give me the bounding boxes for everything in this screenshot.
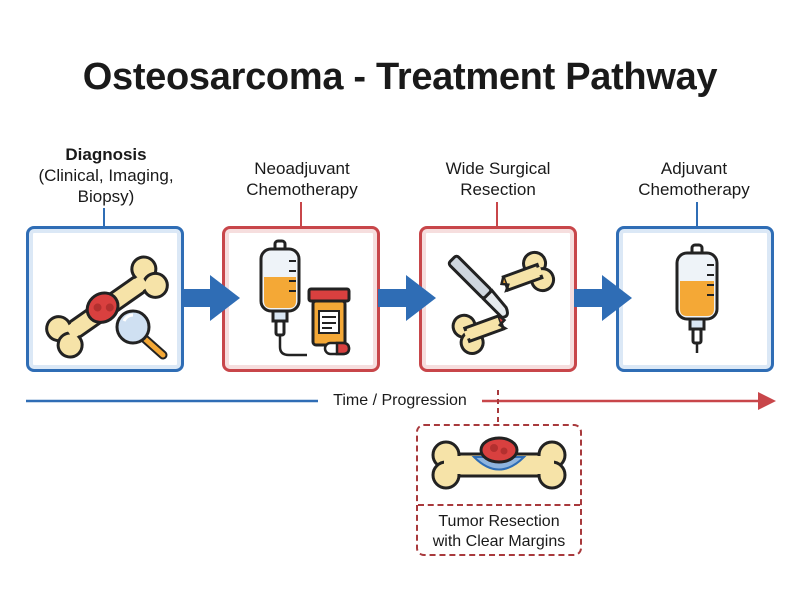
step-box-adjuvant [616,226,774,372]
caption-line: with Clear Margins [432,533,566,550]
label-connector [300,202,302,226]
step-subtitle: (Clinical, Imaging, [38,166,174,185]
step-title-line: Chemotherapy [246,180,358,199]
detail-box-tumor-resection: Tumor Resection with Clear Margins [416,424,582,556]
step-subtitle: Biopsy) [77,187,135,206]
detail-caption: Tumor Resection with Clear Margins [418,512,580,552]
flow-arrow [574,275,632,321]
step-title-line: Wide Surgical [445,159,551,178]
label-connector [103,208,105,226]
step-title-line: Adjuvant [660,159,728,178]
flow-arrow [182,275,240,321]
page-title: Osteosarcoma - Treatment Pathway [82,56,718,98]
label-connector [496,202,498,226]
label-connector [696,202,698,226]
step-box-neoadjuvant [222,226,380,372]
flow-arrow [378,275,436,321]
timeline-label: Time / Progression [318,392,482,410]
caption-line: Tumor Resection [438,513,560,530]
iv-bag-icon [675,243,719,353]
step-label-resection: Wide Surgical Resection [408,158,588,200]
step-box-resection [419,226,577,372]
step-label-neoadjuvant: Neoadjuvant Chemotherapy [212,158,392,200]
step-title-line: Neoadjuvant [254,159,350,178]
bone-resection-margin-icon [431,436,567,490]
scalpel-and-cut-bone-icon [447,250,556,356]
step-box-diagnosis [26,226,184,372]
step-title-line: Chemotherapy [638,180,750,199]
step-label-diagnosis: Diagnosis (Clinical, Imaging, Biopsy) [16,144,196,207]
detail-divider [418,504,580,506]
step-label-adjuvant: Adjuvant Chemotherapy [604,158,784,200]
step-title: Diagnosis [65,145,147,164]
iv-bag-and-pill-bottle-icon [259,239,351,357]
bone-with-tumor-and-magnifier-icon [45,255,169,360]
step-title-line: Resection [460,180,536,199]
